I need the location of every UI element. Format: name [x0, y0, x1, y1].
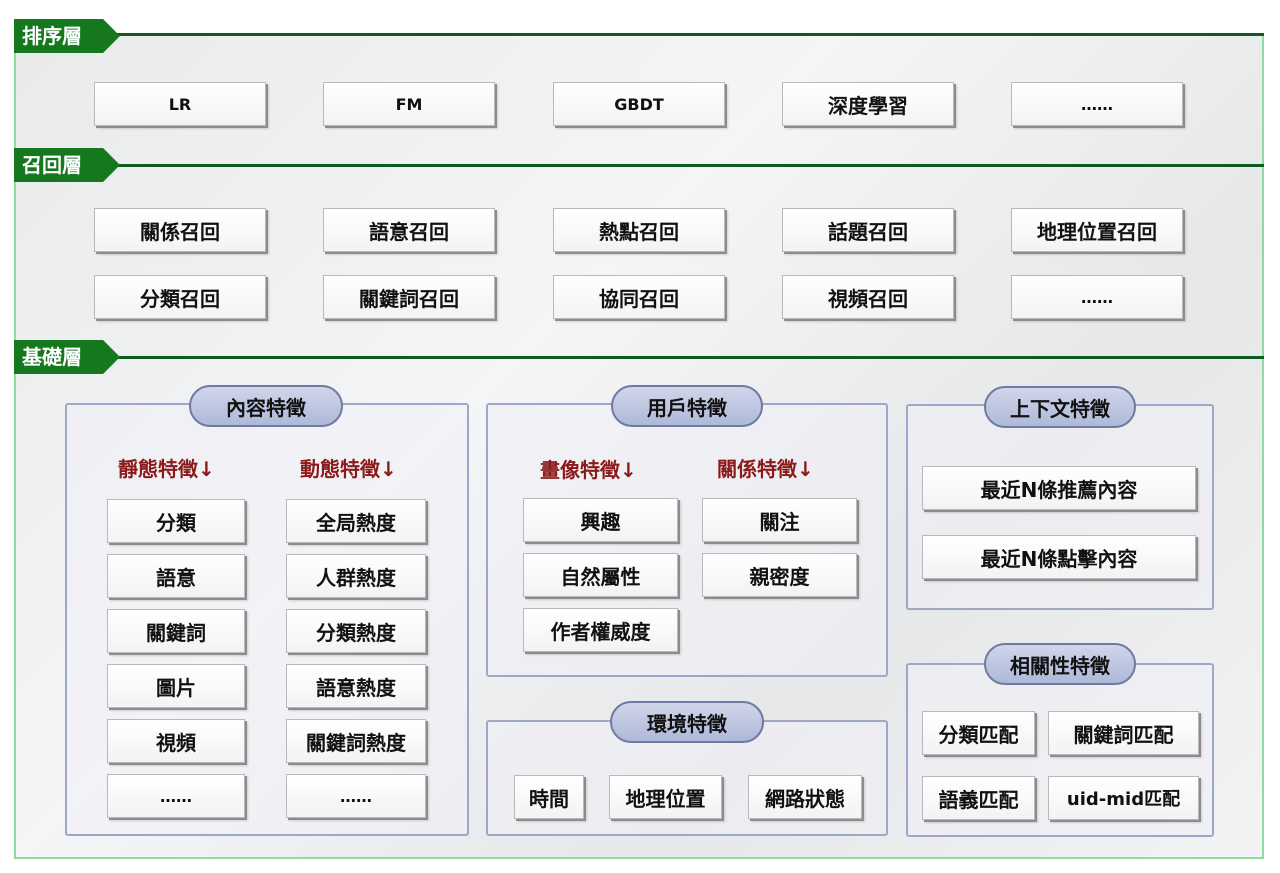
dynamic-feature-item: …… [286, 774, 426, 818]
recall-semantic: 語意召回 [323, 208, 495, 252]
relevance-feature-item: 分類匹配 [922, 711, 1035, 755]
recall-video: 視頻召回 [782, 275, 954, 319]
ranking-layer-tag: 排序層 [14, 19, 120, 53]
env-feature-item: 地理位置 [609, 775, 722, 819]
dynamic-feature-item: 人群熱度 [286, 554, 426, 598]
recall-more: …… [1011, 275, 1183, 319]
env-features-title: 環境特徵 [610, 701, 764, 743]
recall-keyword: 關鍵詞召回 [323, 275, 495, 319]
recall-divider [14, 164, 1264, 167]
recall-location: 地理位置召回 [1011, 208, 1183, 252]
relation-feature-item: 親密度 [702, 553, 857, 597]
relevance-feature-item: 語義匹配 [922, 776, 1035, 820]
content-features-title: 內容特徵 [189, 385, 343, 427]
static-feature-item: 語意 [107, 554, 245, 598]
static-feature-item: 圖片 [107, 664, 245, 708]
dynamic-feature-item: 全局熱度 [286, 499, 426, 543]
portrait-feature-item: 自然屬性 [523, 553, 678, 597]
context-features-title: 上下文特徵 [984, 386, 1136, 428]
ranking-model-deep-learning: 深度學習 [782, 82, 954, 126]
static-feature-item: 分類 [107, 499, 245, 543]
relation-features-heading: 關係特徵↓ [717, 457, 814, 481]
dynamic-feature-item: 語意熱度 [286, 664, 426, 708]
recall-topic: 話題召回 [782, 208, 954, 252]
env-feature-item: 時間 [514, 775, 584, 819]
relation-feature-item: 關注 [702, 498, 857, 542]
static-feature-item: 視頻 [107, 719, 245, 763]
static-feature-item: 關鍵詞 [107, 609, 245, 653]
relevance-feature-item: uid-mid匹配 [1048, 776, 1199, 820]
context-feature-item: 最近N條點擊內容 [922, 535, 1196, 579]
user-features-title: 用戶特徵 [611, 385, 763, 427]
recall-hotspot: 熱點召回 [553, 208, 725, 252]
ranking-model-more: …… [1011, 82, 1183, 126]
relevance-feature-item: 關鍵詞匹配 [1048, 711, 1199, 755]
dynamic-feature-item: 關鍵詞熱度 [286, 719, 426, 763]
relevance-features-title: 相關性特徵 [984, 643, 1136, 685]
portrait-features-heading: 畫像特徵↓ [540, 458, 637, 482]
base-divider [14, 356, 1264, 359]
dynamic-feature-item: 分類熱度 [286, 609, 426, 653]
portrait-feature-item: 興趣 [523, 498, 678, 542]
base-layer-tag: 基礎層 [14, 340, 120, 374]
recall-layer-tag: 召回層 [14, 148, 120, 182]
ranking-model-lr: LR [94, 82, 266, 126]
ranking-model-gbdt: GBDT [553, 82, 725, 126]
ranking-divider [14, 33, 1264, 36]
static-features-heading: 靜態特徵↓ [118, 457, 215, 481]
portrait-feature-item: 作者權威度 [523, 608, 678, 652]
static-feature-item: …… [107, 774, 245, 818]
ranking-model-fm: FM [323, 82, 495, 126]
recall-category: 分類召回 [94, 275, 266, 319]
recall-relation: 關係召回 [94, 208, 266, 252]
dynamic-features-heading: 動態特徵↓ [300, 457, 397, 481]
env-feature-item: 網路狀態 [748, 775, 862, 819]
recall-collaborative: 協同召回 [553, 275, 725, 319]
context-feature-item: 最近N條推薦內容 [922, 466, 1196, 510]
